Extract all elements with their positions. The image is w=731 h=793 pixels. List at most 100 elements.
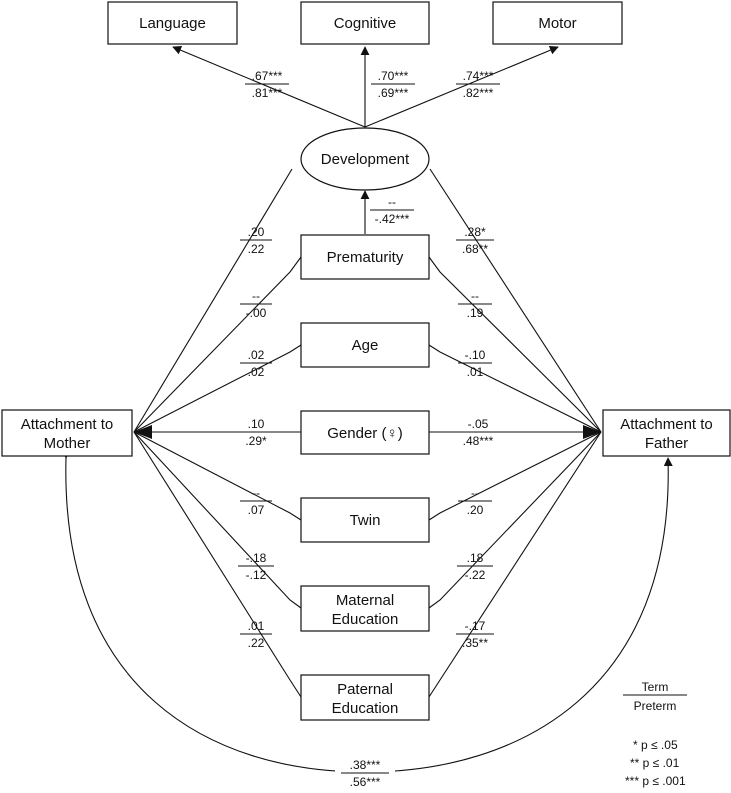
edge-mother-maternal-edu <box>133 431 302 609</box>
coef-dev-motor: .74*** .82*** <box>456 69 500 100</box>
coef-mother-age: .02 .02 <box>240 348 272 379</box>
node-cognitive-label: Cognitive <box>334 15 397 32</box>
edge-father-age <box>428 344 602 433</box>
node-paternal-education: Paternal Education <box>300 674 430 721</box>
node-attachment-father-line1: Attachment to <box>620 416 713 433</box>
edge-mother-age <box>133 344 302 433</box>
coef-preterm: .81*** <box>252 86 283 100</box>
coef-mother-father: .38*** .56*** <box>335 756 395 789</box>
node-maternal-education-line2: Education <box>332 611 399 628</box>
coef-father-maternal-edu: .18 -.22 <box>457 551 493 582</box>
coef-dev-cognitive: .70*** .69*** <box>371 69 415 100</box>
edge-father-twin <box>428 431 602 521</box>
node-language-label: Language <box>139 15 206 32</box>
coef-term: -.18 <box>246 551 267 565</box>
edge-dev-language <box>172 45 366 128</box>
coef-father-prematurity: -- .19 <box>458 289 492 320</box>
node-development: Development <box>300 127 430 191</box>
node-motor: Motor <box>492 1 623 45</box>
coef-mother-prematurity: -- -.00 <box>240 289 272 320</box>
node-attachment-father-line2: Father <box>645 435 688 452</box>
node-maternal-education: Maternal Education <box>300 585 430 632</box>
coef-mother-gender: .10 .29* <box>238 417 274 448</box>
coef-father-twin: -- .20 <box>458 486 492 517</box>
coef-preterm: -.22 <box>465 568 486 582</box>
edges <box>61 45 673 773</box>
node-paternal-education-line2: Education <box>332 700 399 717</box>
coef-preterm: .48*** <box>463 434 494 448</box>
coef-term: .67*** <box>252 69 283 83</box>
node-twin-label: Twin <box>350 512 381 529</box>
coef-preterm: .82*** <box>463 86 494 100</box>
coef-preterm: .22 <box>248 636 265 650</box>
edge-father-paternal-edu <box>428 431 602 698</box>
edge-father-dev <box>429 168 602 433</box>
edge-mother-prematurity <box>133 256 302 433</box>
coef-preterm: .29* <box>245 434 267 448</box>
coef-father-dev: .28* .68** <box>456 225 494 256</box>
node-development-label: Development <box>321 151 410 168</box>
coef-preterm: -.00 <box>246 306 267 320</box>
coef-prematurity-dev: -- -.42*** <box>370 195 414 226</box>
coef-term: .20 <box>248 225 265 239</box>
node-age-label: Age <box>352 337 379 354</box>
coef-term: -- <box>388 195 396 209</box>
coef-mother-twin: -- .07 <box>240 486 272 517</box>
coef-term: .28* <box>464 225 486 239</box>
node-cognitive: Cognitive <box>300 1 430 45</box>
arrowhead-mother <box>134 425 152 439</box>
coef-mother-maternal-edu: -.18 -.12 <box>238 551 274 582</box>
node-language: Language <box>107 1 238 45</box>
legend: Term Preterm * p ≤ .05 ** p ≤ .01 *** p … <box>623 680 687 788</box>
coef-term: .18 <box>467 551 484 565</box>
coef-mother-paternal-edu: .01 .22 <box>240 619 272 650</box>
node-prematurity: Prematurity <box>300 234 430 280</box>
node-attachment-mother-line1: Attachment to <box>21 416 114 433</box>
coef-father-age: -.10 .01 <box>458 348 492 379</box>
node-prematurity-label: Prematurity <box>327 249 404 266</box>
coef-preterm: .69*** <box>378 86 409 100</box>
edge-father-maternal-edu <box>428 431 602 609</box>
node-paternal-education-line1: Paternal <box>337 681 393 698</box>
node-attachment-father: Attachment to Father <box>602 409 731 457</box>
coef-preterm: .01 <box>467 365 484 379</box>
coef-preterm: .68** <box>462 242 488 256</box>
coef-term: -- <box>471 289 479 303</box>
coef-term: .02 <box>248 348 265 362</box>
coef-mother-dev: .20 .22 <box>240 225 272 256</box>
arrowhead-father <box>583 425 601 439</box>
node-maternal-education-line1: Maternal <box>336 592 394 609</box>
coef-term: -- <box>252 289 260 303</box>
legend-sig-01: ** p ≤ .01 <box>630 756 680 770</box>
legend-preterm: Preterm <box>634 699 677 713</box>
node-age: Age <box>300 322 430 368</box>
coef-term: .01 <box>248 619 265 633</box>
coef-father-gender: -.05 .48*** <box>463 417 494 448</box>
node-twin: Twin <box>300 497 430 543</box>
coef-preterm: .07 <box>248 503 265 517</box>
node-gender: Gender (♀) <box>300 410 430 455</box>
coef-preterm: -.12 <box>246 568 267 582</box>
legend-term: Term <box>642 680 669 694</box>
coef-preterm: .02 <box>248 365 265 379</box>
node-attachment-mother-line2: Mother <box>44 435 91 452</box>
node-motor-label: Motor <box>538 15 576 32</box>
coef-term: .70*** <box>378 69 409 83</box>
coef-term: -.10 <box>465 348 486 362</box>
edge-mother-dev <box>133 168 293 433</box>
edge-mother-twin <box>133 431 302 521</box>
coef-term: -- <box>252 486 260 500</box>
coef-term: -.17 <box>465 619 486 633</box>
coef-preterm: .56*** <box>350 775 381 789</box>
coef-term: .10 <box>248 417 265 431</box>
node-gender-label: Gender (♀) <box>327 425 402 442</box>
coef-preterm: .19 <box>467 306 484 320</box>
edge-mother-paternal-edu <box>133 431 302 698</box>
coef-term: .38*** <box>350 758 381 772</box>
legend-sig-05: * p ≤ .05 <box>633 738 678 752</box>
coef-term: -- <box>471 486 479 500</box>
coef-term: .74*** <box>463 69 494 83</box>
coef-dev-language: .67*** .81*** <box>245 69 289 100</box>
coef-preterm: -.42*** <box>375 212 410 226</box>
